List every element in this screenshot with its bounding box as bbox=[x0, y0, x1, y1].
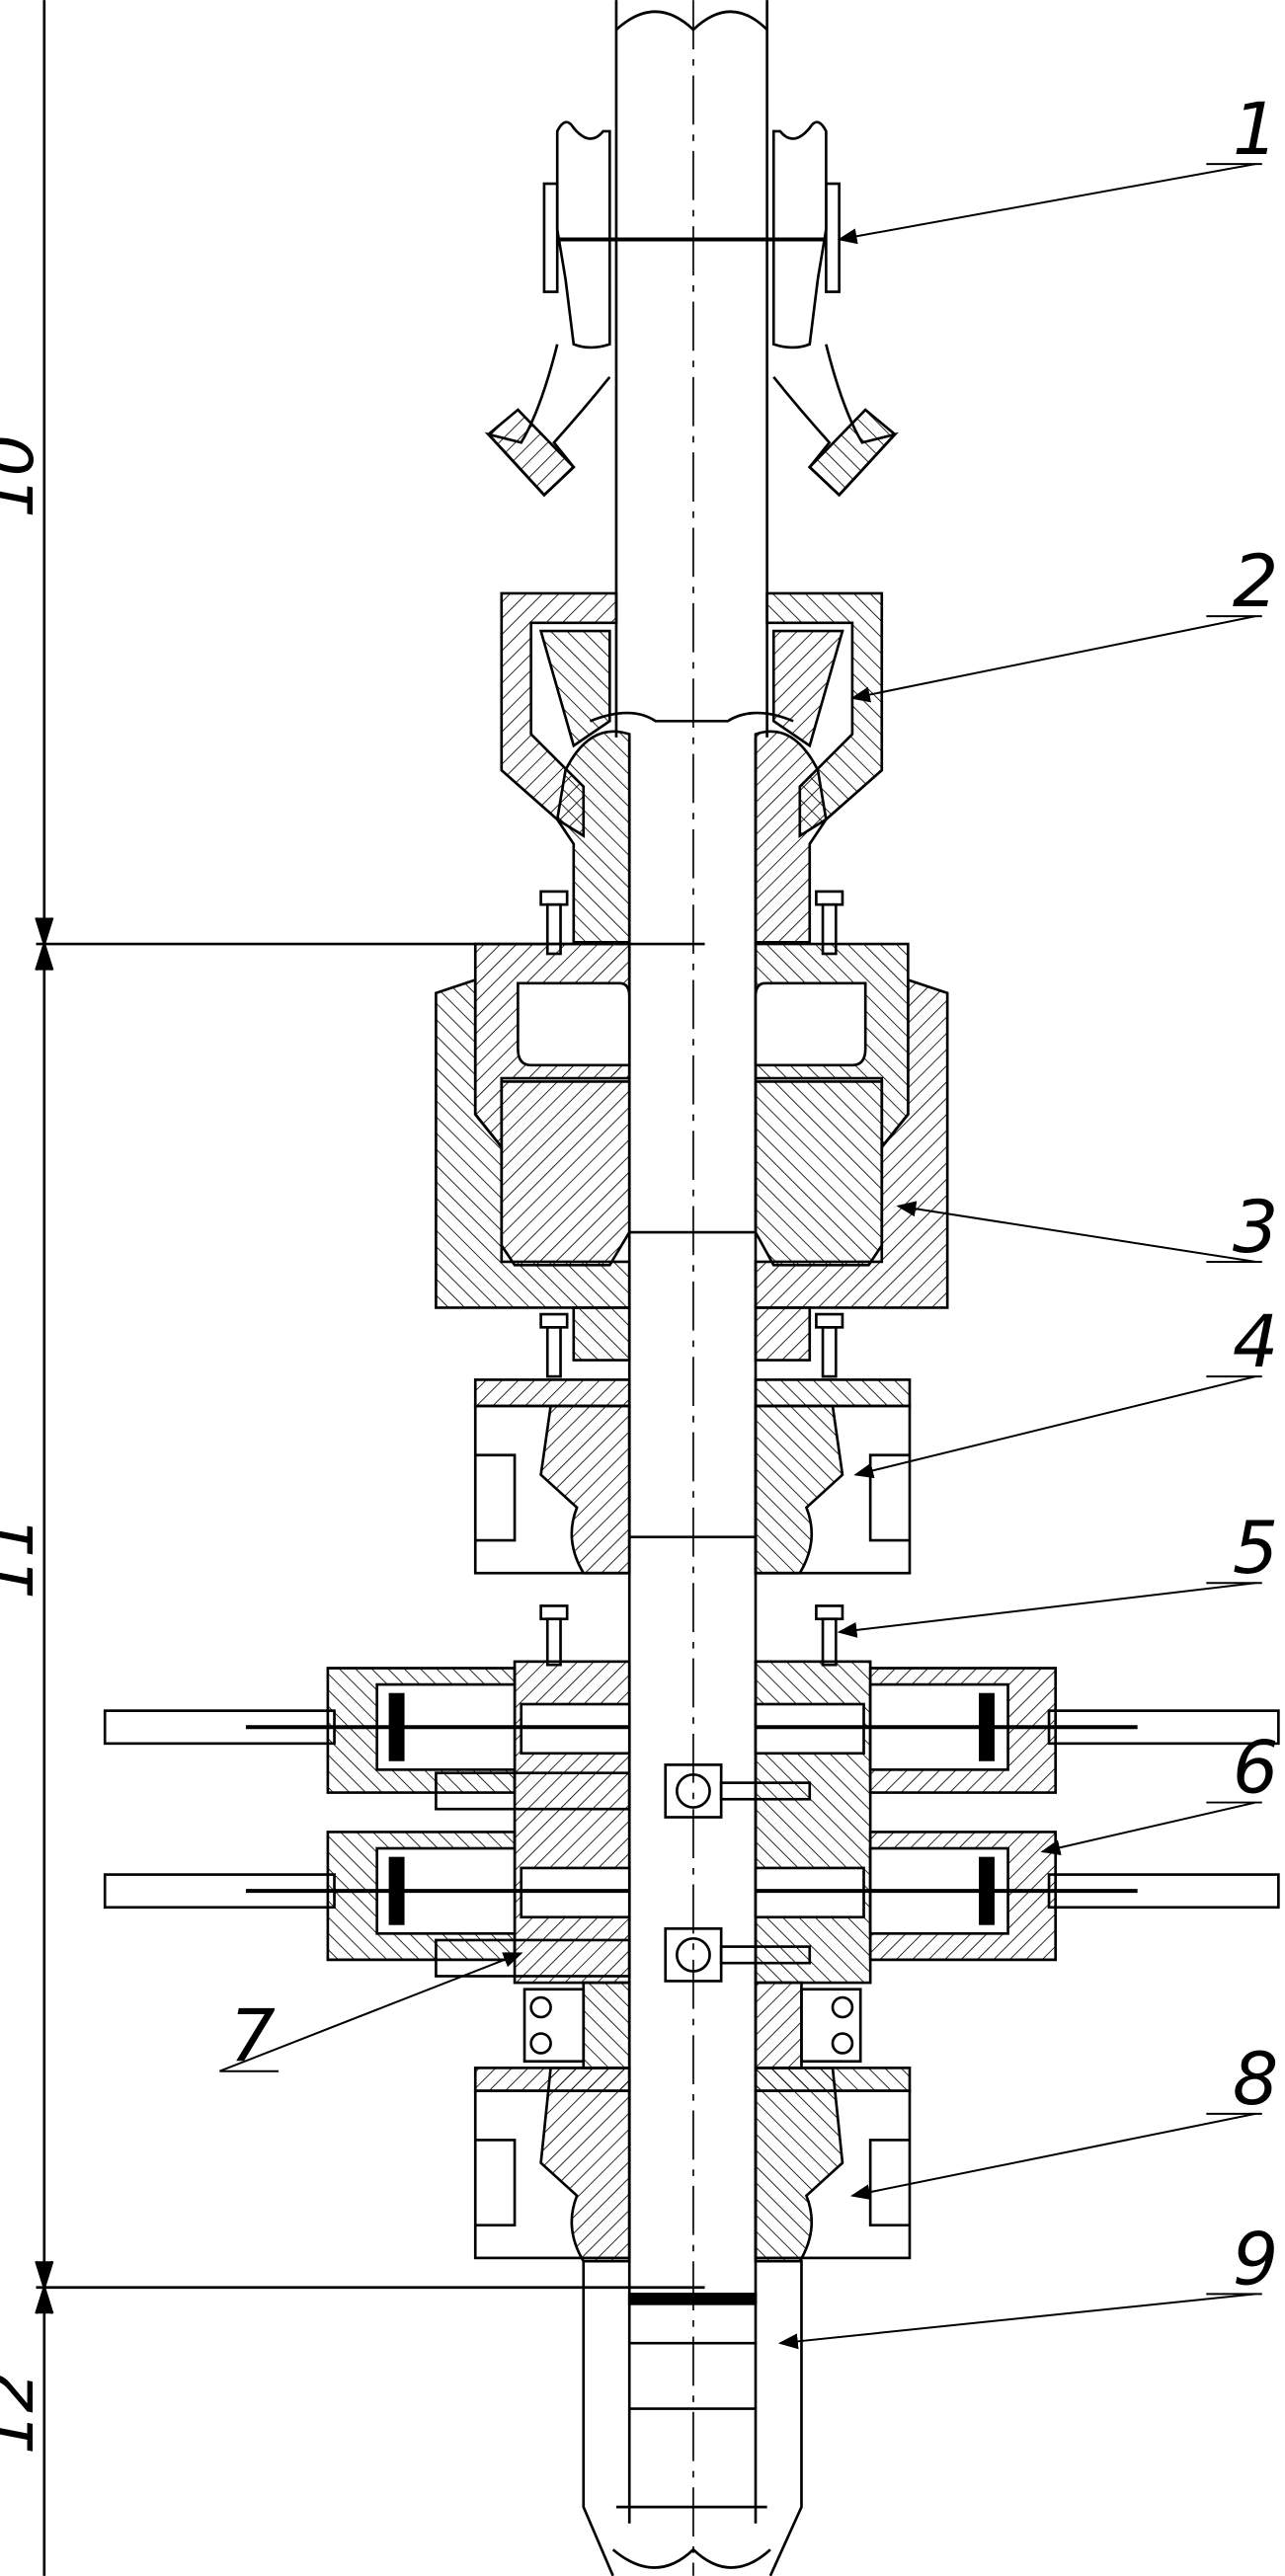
central-pipe bbox=[614, 0, 768, 2576]
zone-labels: 10 11 12 bbox=[0, 434, 48, 2455]
zone-label-11: 11 bbox=[0, 1516, 48, 1599]
lower-bearing-assembly bbox=[522, 1981, 862, 2069]
bolts-upper bbox=[539, 890, 844, 956]
callout-3: 3 bbox=[1233, 1186, 1278, 1270]
part-3-swivel-body bbox=[435, 942, 949, 1362]
zone-label-10: 10 bbox=[0, 434, 48, 517]
callout-9: 9 bbox=[1233, 2218, 1278, 2302]
callout-4: 4 bbox=[1233, 1300, 1278, 1384]
callout-1: 1 bbox=[1233, 88, 1278, 172]
part-6-hydraulic-block bbox=[103, 1660, 1280, 1985]
callout-8: 8 bbox=[1233, 2038, 1278, 2122]
part-9-sub bbox=[582, 2259, 803, 2576]
callout-6: 6 bbox=[1233, 1727, 1278, 1811]
part-1-elevator bbox=[484, 120, 900, 498]
part-4-bearing-housing bbox=[473, 1312, 912, 1575]
callout-labels: 1 2 3 4 5 6 7 8 9 bbox=[229, 88, 1278, 2302]
part-5-bolts bbox=[539, 1604, 844, 1667]
callout-7: 7 bbox=[229, 1995, 275, 2079]
zone-label-12: 12 bbox=[0, 2372, 48, 2455]
part-2-slip-bowl bbox=[500, 591, 884, 944]
leader-lines bbox=[219, 163, 1262, 2350]
part-8-lower-housing bbox=[473, 2067, 912, 2263]
callout-2: 2 bbox=[1233, 540, 1278, 624]
callout-5: 5 bbox=[1233, 1507, 1278, 1591]
